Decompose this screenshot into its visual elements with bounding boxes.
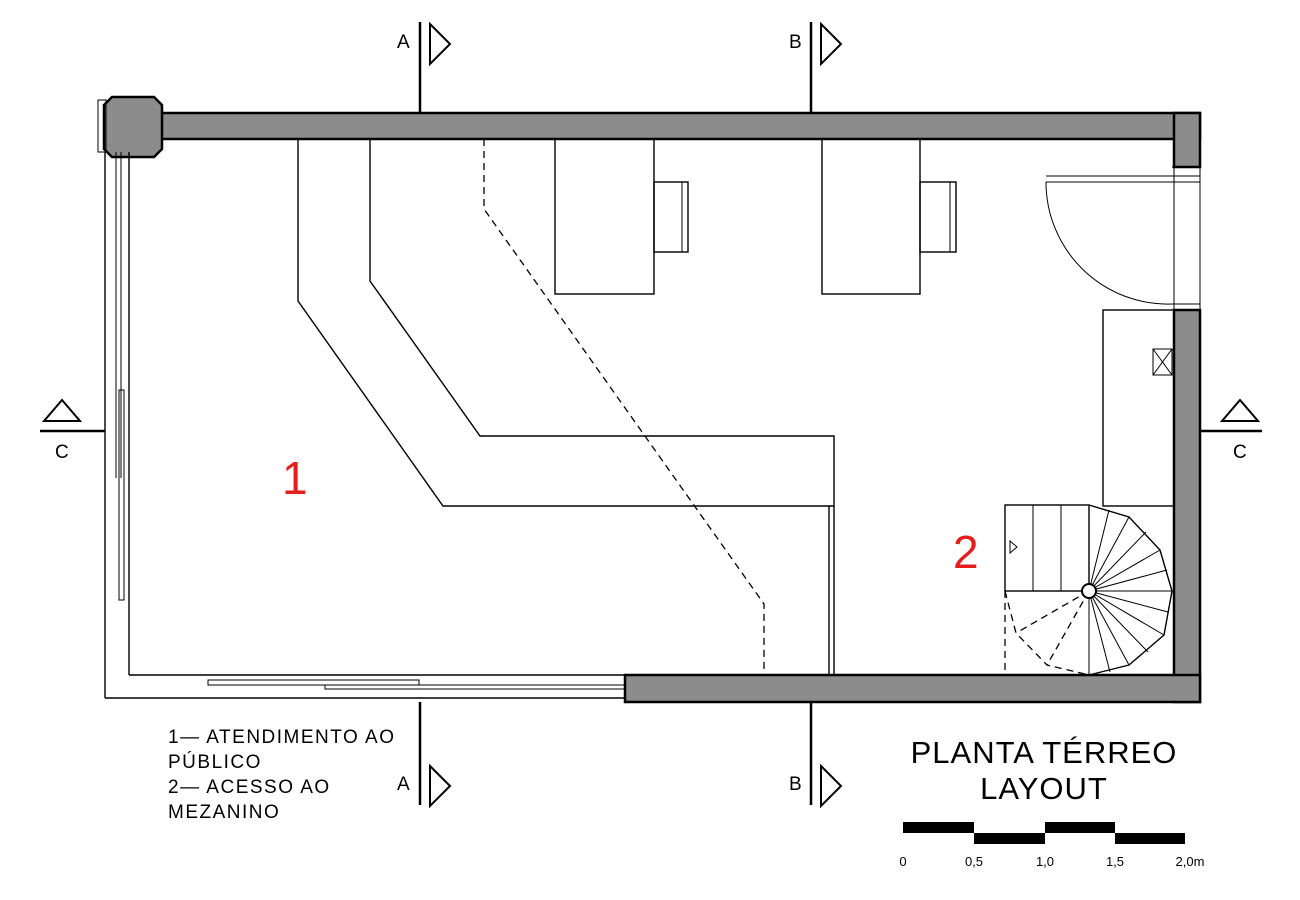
section-label-b: B xyxy=(789,774,802,795)
section-a-top: A xyxy=(397,21,452,113)
stair-outline xyxy=(1088,504,1173,676)
left-glazing xyxy=(104,152,625,699)
top-wall xyxy=(158,111,1202,141)
room-number-2: 2 xyxy=(953,526,979,578)
stair-tread xyxy=(1088,590,1169,613)
desk-1 xyxy=(554,138,689,295)
scale-bar: 0 0,5 1,0 1,5 2,0m xyxy=(899,822,1204,869)
scale-segment xyxy=(974,833,1045,844)
stair-tread xyxy=(1088,516,1130,592)
walls xyxy=(97,95,1202,704)
scale-segment xyxy=(1045,822,1115,833)
stair-tread xyxy=(1088,590,1130,666)
title-line-2: LAYOUT xyxy=(980,771,1108,806)
title-line-1: PLANTA TÉRREO xyxy=(911,735,1178,770)
stair-center-post xyxy=(1081,583,1097,599)
section-label-a: A xyxy=(397,774,410,795)
drawing-title: PLANTA TÉRREO LAYOUT xyxy=(911,735,1178,806)
room-legend: 1— ATENDIMENTO AO PÚBLICO 2— ACESSO AO M… xyxy=(168,727,396,823)
legend-line-3: 2— ACESSO AO xyxy=(168,777,331,798)
section-c-left: C xyxy=(40,398,105,463)
legend-line-2: PÚBLICO xyxy=(168,751,262,773)
entry-door xyxy=(1045,166,1201,310)
stair-tread xyxy=(1088,509,1110,592)
scale-segment xyxy=(903,822,974,833)
bottom-sliding-door xyxy=(207,679,626,690)
room-number-1: 1 xyxy=(282,452,308,504)
scale-label: 1,0 xyxy=(1036,854,1054,869)
legend-line-1: 1— ATENDIMENTO AO xyxy=(168,727,396,748)
stair-hidden-tread xyxy=(1015,590,1090,634)
corner-column xyxy=(102,95,164,159)
right-wall-lower xyxy=(1172,308,1202,704)
stair-tread xyxy=(1088,590,1149,653)
stair-tread xyxy=(1088,549,1161,592)
right-wall-upper xyxy=(1172,111,1202,169)
stair-hidden-tread xyxy=(1046,590,1090,666)
cabinet xyxy=(1102,309,1175,507)
section-label-c: C xyxy=(1233,442,1247,463)
section-label-b: B xyxy=(789,32,802,53)
section-b-top: B xyxy=(789,21,843,113)
section-c-right: C xyxy=(1200,398,1262,463)
spiral-stair xyxy=(1004,504,1173,676)
section-label-c: C xyxy=(55,442,69,463)
scale-label: 1,5 xyxy=(1106,854,1124,869)
bottom-wall xyxy=(623,673,1202,704)
stair-tread xyxy=(1088,590,1111,673)
column-edge xyxy=(97,99,107,153)
section-a-bottom: A xyxy=(397,702,452,809)
scale-label: 0,5 xyxy=(965,854,983,869)
section-b-bottom: B xyxy=(789,702,843,809)
stair-direction-arrow xyxy=(1009,539,1018,555)
service-counter xyxy=(297,139,835,675)
section-label-a: A xyxy=(397,32,410,53)
scale-label: 2,0m xyxy=(1176,854,1205,869)
stair-tread xyxy=(1088,569,1168,592)
scale-label: 0 xyxy=(899,854,906,869)
stair-hidden-outline xyxy=(1004,590,1090,676)
scale-segment xyxy=(1115,833,1185,844)
mezzanine-edge-dashed xyxy=(483,139,765,675)
desk-2 xyxy=(821,138,957,295)
stair-tread xyxy=(1088,590,1165,636)
legend-line-4: MEZANINO xyxy=(168,802,280,823)
stair-tread xyxy=(1088,531,1147,592)
